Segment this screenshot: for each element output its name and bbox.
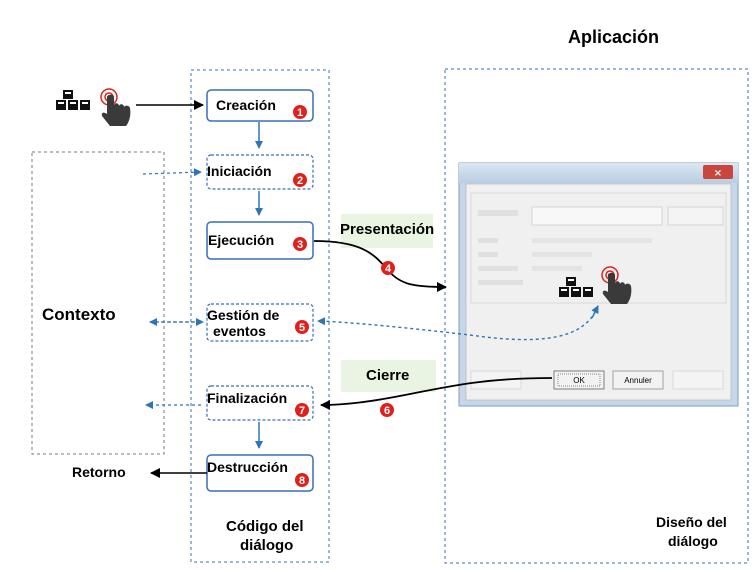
hand-pointer-icon [100, 88, 131, 126]
marker-2 [293, 173, 307, 187]
presentacion-label-bg [341, 214, 433, 248]
dialog-preview: × OK Annuler [458, 162, 739, 407]
marker-4-text: 4 [385, 263, 392, 275]
diseno-dialogo-box [444, 68, 749, 564]
contexto-box [31, 151, 165, 455]
marker-3 [293, 237, 307, 251]
marker-4 [381, 261, 395, 275]
codigo-dialogo-box [190, 69, 330, 563]
step-ejecucion-box [206, 221, 314, 260]
step-creacion-label: Creación [216, 97, 276, 113]
step-iniciacion-box [206, 154, 314, 190]
diseno-line2: diálogo [668, 533, 718, 549]
cierre-label: Cierre [366, 367, 409, 384]
marker-5 [295, 320, 309, 334]
contexto-label: Contexto [42, 305, 116, 324]
step-iniciacion-label: Iniciación [207, 163, 272, 179]
codigo-line1: Código del [226, 518, 304, 535]
arrow-eventos-head [591, 305, 599, 319]
diseno-line1: Diseño del [656, 514, 727, 530]
dialog-cancel-label: Annuler [624, 376, 652, 385]
marker-6-text: 6 [384, 405, 390, 417]
keyboard-icon [559, 277, 593, 297]
step-destruccion-label: Destrucción [207, 459, 288, 475]
arrow-cierre [320, 377, 553, 410]
step-gestion-box [206, 303, 314, 342]
dialog-close-button [703, 165, 733, 179]
step-gestion-label-line2: eventos [213, 323, 266, 339]
marker-3-text: 3 [297, 239, 303, 251]
step-finalizacion-label: Finalización [207, 390, 287, 406]
step-finalizacion-box [206, 385, 314, 421]
marker-5-text: 5 [299, 322, 305, 334]
aplicacion-title: Aplicación [568, 27, 659, 47]
dialog-cancel-button [612, 370, 664, 390]
retorno-label: Retorno [72, 464, 126, 480]
dialog-ok-label: OK [573, 376, 585, 385]
marker-1-text: 1 [297, 107, 303, 119]
dialog-ok-button [553, 370, 605, 390]
dialog-close-icon: × [714, 168, 722, 179]
presentacion-label: Presentación [340, 221, 434, 238]
marker-7 [295, 403, 309, 417]
step-gestion-label-line1: Gestión de [207, 307, 280, 323]
keyboard-icon [56, 90, 90, 110]
marker-1 [293, 105, 307, 119]
marker-7-text: 7 [299, 405, 305, 417]
marker-2-text: 2 [297, 175, 303, 187]
step-ejecucion-label: Ejecución [208, 232, 274, 248]
marker-8 [295, 473, 309, 487]
arrow-contexto-to-iniciacion [142, 168, 202, 177]
arrow-eventos-to-gestion [317, 305, 599, 341]
marker-6 [380, 403, 394, 417]
codigo-line2: diálogo [240, 537, 293, 554]
cierre-label-bg [341, 360, 436, 392]
hand-pointer-icon [601, 266, 632, 304]
step-creacion-box [206, 89, 314, 122]
marker-8-text: 8 [299, 475, 305, 487]
